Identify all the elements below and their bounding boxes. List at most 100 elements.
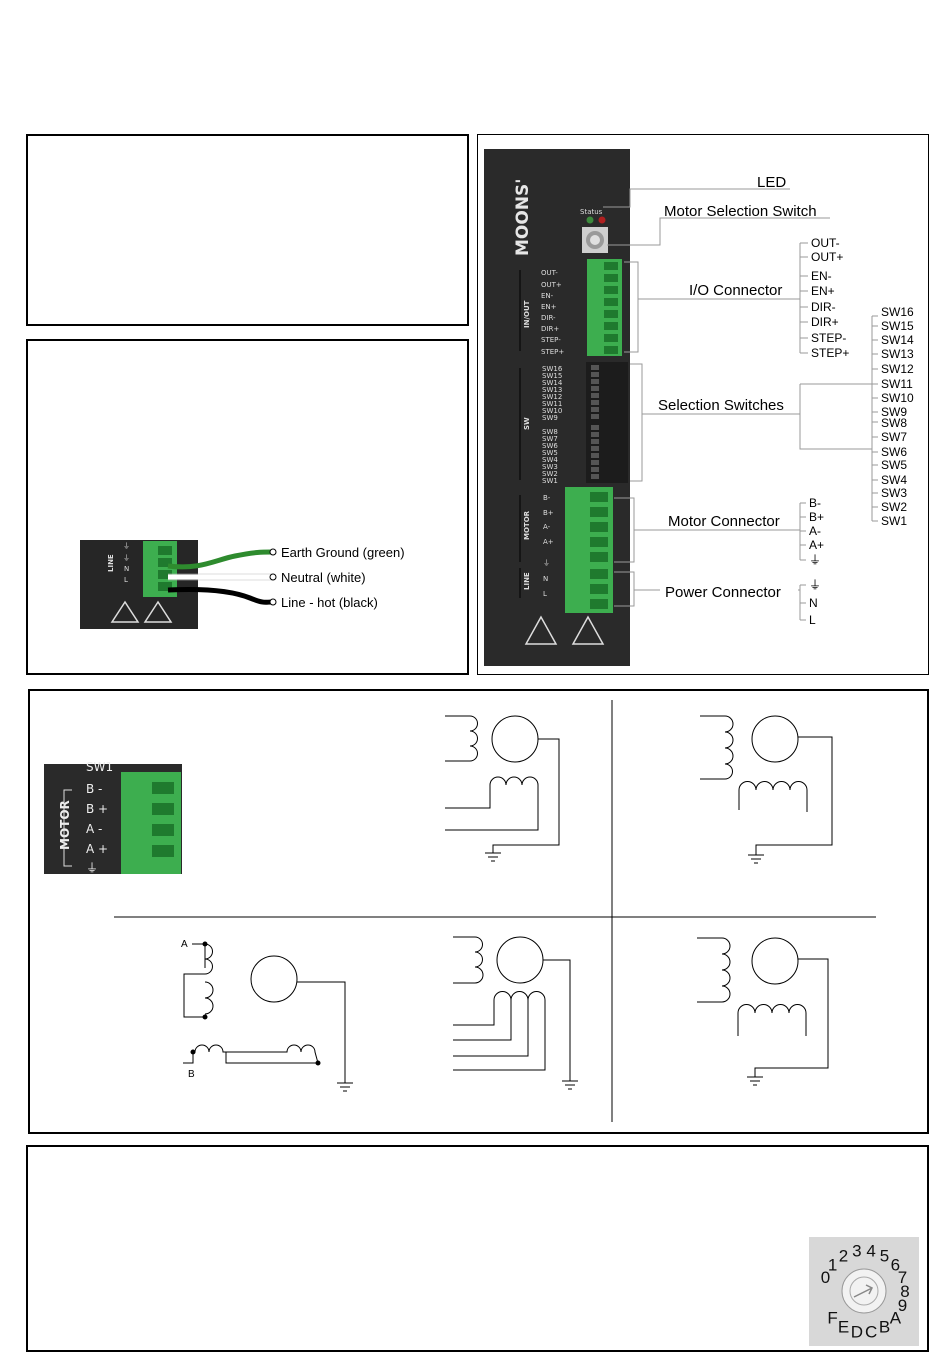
io-connector-callout: I/O Connector — [689, 282, 782, 299]
svg-text:SW6: SW6 — [881, 445, 907, 459]
motor-photo-pin-b-minus: B - — [86, 782, 102, 796]
svg-text:STEP+: STEP+ — [811, 346, 849, 360]
rotary-digit-7: 7 — [898, 1268, 907, 1287]
wiring-diagram-8-lead: A B — [181, 939, 353, 1092]
svg-text:SW7: SW7 — [881, 430, 907, 444]
wiring-diagram-4-lead — [445, 715, 560, 862]
svg-text:B-: B- — [543, 494, 551, 502]
wiring-diagram-6-lead — [453, 936, 578, 1090]
rotary-digit-E: E — [838, 1318, 849, 1337]
svg-text:SW10: SW10 — [881, 391, 914, 405]
svg-text:⏚: ⏚ — [809, 553, 821, 567]
svg-text:B+: B+ — [543, 509, 554, 517]
drive-l-pin: L — [543, 590, 547, 598]
motor-group-label: MOTOR — [523, 510, 531, 540]
svg-text:OUT+: OUT+ — [811, 250, 843, 264]
svg-text:SW2: SW2 — [881, 500, 907, 514]
io-pin-labels: OUT- OUT+ EN- EN+ DIR- DIR+ STEP- STEP+ — [541, 269, 564, 356]
svg-text:SW2: SW2 — [542, 470, 558, 478]
motor-photo-sw1-label: SW1 — [86, 760, 113, 774]
earth-wire — [167, 549, 273, 570]
io-terminal-slots — [604, 262, 618, 354]
svg-text:A-: A- — [543, 523, 551, 531]
svg-text:SW6: SW6 — [542, 442, 558, 450]
svg-text:OUT+: OUT+ — [541, 281, 562, 289]
svg-text:SW7: SW7 — [542, 435, 558, 443]
line-wire — [167, 586, 273, 605]
svg-text:A+: A+ — [543, 538, 554, 546]
rotary-digit-4: 4 — [866, 1242, 875, 1261]
svg-text:EN-: EN- — [541, 292, 554, 300]
svg-text:SW12: SW12 — [542, 393, 562, 401]
wiring-diagram-bipolar — [697, 937, 829, 1086]
power-line-group-label: LINE — [107, 554, 115, 572]
rotary-digit-9: 9 — [898, 1296, 907, 1315]
rotary-digit-1: 1 — [828, 1256, 837, 1275]
svg-text:SW16: SW16 — [542, 365, 563, 373]
svg-text:B-: B- — [809, 496, 821, 510]
hazard-triangle-icon — [143, 600, 173, 623]
power-connector-callout: Power Connector — [665, 584, 781, 601]
brand-logo: MOONS' — [513, 179, 533, 257]
power-terminal-photo — [80, 540, 198, 629]
motor-pin-labels: B- B+ A- A+ ⏚ — [543, 494, 554, 567]
status-led-red — [598, 216, 606, 224]
rotary-digit-5: 5 — [880, 1247, 889, 1266]
rotary-digit-A: A — [890, 1308, 902, 1327]
power-photo-ground-symbol-2: ⏚ — [123, 554, 130, 562]
motor-connector-callout: Motor Connector — [668, 513, 780, 530]
svg-text:SW11: SW11 — [542, 400, 562, 408]
svg-text:DIR-: DIR- — [541, 314, 556, 322]
svg-text:EN+: EN+ — [811, 284, 835, 298]
svg-text:OUT-: OUT- — [541, 269, 558, 277]
sw-group-label: SW — [523, 417, 531, 430]
motor-callout-labels: B- B+ A- A+ ⏚ — [809, 496, 824, 567]
svg-text:SW5: SW5 — [542, 449, 558, 457]
rotary-arrow-icon — [853, 1284, 874, 1298]
status-led-green — [586, 216, 594, 224]
svg-text:EN+: EN+ — [541, 303, 557, 311]
svg-text:SW8: SW8 — [881, 416, 907, 430]
svg-text:SW13: SW13 — [542, 386, 562, 394]
selection-switches-callout: Selection Switches — [658, 397, 784, 414]
sw-callout-labels: SW16 SW15 SW14 SW13 SW12 SW11 SW10 SW9 S… — [881, 305, 914, 528]
svg-text:SW4: SW4 — [881, 473, 907, 487]
svg-text:B+: B+ — [809, 510, 824, 524]
svg-text:STEP+: STEP+ — [541, 348, 564, 356]
rotary-digit-C: C — [865, 1322, 877, 1341]
drive-n-pin: N — [543, 575, 548, 583]
power-callout-labels: ⏚ N L — [809, 578, 821, 627]
earth-ground-label: Earth Ground (green) — [281, 545, 405, 560]
svg-text:SW4: SW4 — [542, 456, 558, 464]
svg-text:STEP-: STEP- — [811, 331, 846, 345]
svg-text:DIR-: DIR- — [811, 300, 836, 314]
svg-text:EN-: EN- — [811, 269, 832, 283]
svg-text:N: N — [809, 596, 818, 610]
motor-photo-pin-b-plus: B + — [86, 802, 108, 816]
svg-text:DIR+: DIR+ — [811, 315, 839, 329]
svg-text:SW12: SW12 — [881, 362, 914, 376]
diagram-label-a: A — [181, 939, 188, 950]
motor-photo-pin-a-minus: A - — [86, 822, 102, 836]
svg-text:SW15: SW15 — [881, 319, 914, 333]
rotary-digit-D: D — [851, 1322, 863, 1341]
svg-text:OUT-: OUT- — [811, 236, 840, 250]
rotary-digit-B: B — [879, 1318, 890, 1337]
rotary-digit-8: 8 — [900, 1282, 909, 1301]
svg-text:SW16: SW16 — [881, 305, 914, 319]
power-photo-ground-symbol: ⏚ — [123, 542, 130, 550]
svg-text:SW1: SW1 — [542, 477, 558, 485]
svg-text:SW11: SW11 — [881, 377, 913, 391]
svg-text:SW15: SW15 — [542, 372, 562, 380]
svg-text:SW14: SW14 — [881, 333, 914, 347]
diagram-label-b: B — [188, 1069, 195, 1080]
svg-text:SW9: SW9 — [881, 405, 907, 419]
motor-selection-switch-callout: Motor Selection Switch — [664, 203, 817, 220]
led-callout: LED — [757, 174, 786, 191]
svg-text:SW9: SW9 — [542, 414, 558, 422]
